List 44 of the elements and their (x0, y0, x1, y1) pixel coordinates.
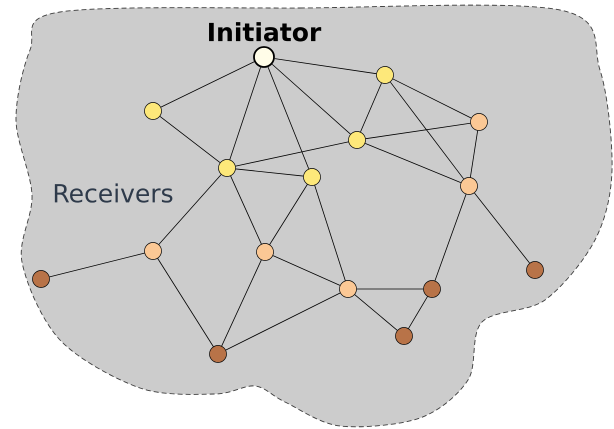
link-line (160, 61, 255, 108)
link-line (226, 292, 340, 350)
network-node (376, 66, 394, 84)
link-line (229, 66, 261, 160)
network-node (395, 327, 413, 345)
network-node (32, 270, 50, 288)
network-node (460, 177, 478, 195)
link-line (235, 141, 349, 167)
network-node (470, 113, 488, 131)
link-line (364, 142, 462, 184)
link-line (408, 296, 428, 329)
link-line (230, 176, 262, 244)
link-line (272, 64, 351, 134)
link-line (268, 66, 310, 170)
network-node (144, 242, 162, 260)
network-node (209, 345, 227, 363)
network-node (218, 159, 236, 177)
link-line (158, 174, 222, 245)
link-line (474, 192, 530, 264)
network-node (256, 243, 274, 261)
network-node (144, 102, 162, 120)
link-line (272, 255, 340, 286)
node-label: Initiator (209, 22, 322, 42)
link-line (221, 260, 262, 346)
link-line (434, 194, 466, 282)
link-line (49, 252, 145, 278)
link-line (390, 82, 464, 180)
link-line (314, 185, 346, 281)
network-node (348, 131, 366, 149)
link-line (392, 78, 472, 118)
network-node (526, 261, 544, 279)
link-line (269, 184, 308, 245)
link-line (157, 258, 214, 347)
network-node (423, 280, 441, 298)
link-line (235, 168, 304, 176)
link-line (274, 58, 377, 74)
network-node (303, 168, 321, 186)
link-line (360, 82, 382, 132)
link-line (354, 294, 398, 331)
link-line (160, 116, 220, 163)
link-line (470, 130, 478, 178)
network-node (339, 280, 357, 298)
link-line (356, 288, 424, 290)
link-line (365, 122, 471, 140)
